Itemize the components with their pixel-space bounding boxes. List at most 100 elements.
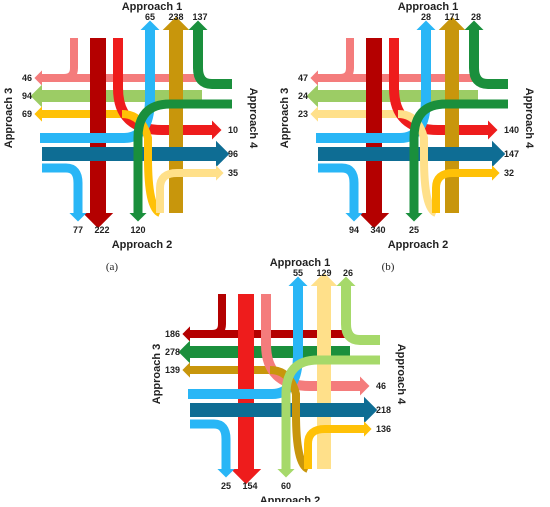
caption-b: (b) — [382, 261, 395, 273]
value-south-3: 25 — [409, 225, 419, 235]
south-flow-2-arrowhead — [82, 213, 114, 229]
south-sky-flow — [318, 163, 359, 213]
west-flow-3-arrowhead — [310, 106, 318, 122]
value-south-3: 120 — [130, 225, 145, 235]
south-flow-3 — [261, 294, 360, 391]
value-east-1: 10 — [228, 125, 238, 135]
value-north-3: 28 — [471, 12, 481, 22]
value-south-1: 94 — [349, 225, 359, 235]
east-flow-low-arrowhead — [492, 165, 500, 181]
north-flow-3 — [341, 286, 380, 345]
value-north-2: 129 — [316, 268, 331, 278]
west-flow-2-arrowhead — [306, 84, 318, 108]
value-west-1: 46 — [22, 73, 32, 83]
south-flow-2-arrowhead — [358, 213, 390, 229]
value-north-2: 238 — [168, 12, 183, 22]
approach-3-label: Approach 3 — [151, 344, 163, 405]
north-flow-3-arrowhead — [464, 20, 484, 30]
approach-4-label: Approach 4 — [395, 344, 407, 405]
value-north-1: 28 — [421, 12, 431, 22]
east-flow-low-arrowhead — [216, 165, 224, 181]
caption-a: (a) — [106, 261, 119, 273]
west-flow-2-arrowhead — [178, 340, 190, 364]
west-flow-1-arrowhead — [182, 326, 190, 342]
value-north-1: 55 — [293, 268, 303, 278]
approach-1-label: Approach 1 — [270, 257, 331, 269]
north-flow-3 — [469, 30, 508, 89]
value-south-2: 340 — [370, 225, 385, 235]
approach-2-label: Approach 2 — [388, 239, 449, 251]
value-west-3: 23 — [298, 109, 308, 119]
south-flow-3 — [389, 38, 488, 135]
west-flow-1-arrowhead — [34, 70, 42, 86]
value-east-3: 35 — [228, 168, 238, 178]
value-east-2: 218 — [376, 405, 391, 415]
south-flow-1 — [63, 38, 78, 82]
north-flow-3-arrowhead — [336, 276, 356, 286]
west-flow-2-arrowhead — [30, 84, 42, 108]
diagram-b: 28 171 28 47 24 23 140 147 32 94 340 25 Approach 1 Ap… — [279, 1, 535, 273]
value-south-2: 154 — [242, 481, 257, 491]
south-left-flow — [409, 99, 508, 213]
west-flow-3-arrowhead — [34, 106, 42, 122]
value-east-1: 46 — [376, 381, 386, 391]
south-flow-3-arrowhead — [360, 376, 370, 396]
west-flow-3-arrowhead — [182, 362, 190, 378]
approach-2-label: Approach 2 — [112, 239, 173, 251]
east-flow-low-arrowhead — [364, 421, 372, 437]
south-sky-flow — [42, 163, 83, 213]
approach-1-label: Approach 1 — [398, 1, 459, 13]
value-north-1: 65 — [145, 12, 155, 22]
south-flow-3-arrowhead — [488, 120, 498, 140]
value-north-3: 26 — [343, 268, 353, 278]
south-sky-flow-arrowhead — [69, 213, 87, 222]
value-south-2: 222 — [94, 225, 109, 235]
south-left-flow-arrowhead — [129, 213, 147, 222]
north-flow-1-arrowhead — [140, 20, 160, 30]
approach-3-label: Approach 3 — [279, 88, 291, 149]
west-flow-1-arrowhead — [310, 70, 318, 86]
value-west-2: 24 — [298, 91, 308, 101]
south-sky-flow-arrowhead — [217, 469, 235, 478]
value-west-2: 278 — [165, 347, 180, 357]
east-flow-main-arrowhead — [492, 140, 506, 168]
value-east-2: 96 — [228, 149, 238, 159]
value-north-3: 137 — [192, 12, 207, 22]
west-flow-3-curve — [121, 110, 163, 217]
north-flow-2-arrowhead — [162, 16, 190, 30]
value-south-1: 25 — [221, 481, 231, 491]
approach-4-label: Approach 4 — [523, 88, 535, 149]
value-south-3: 60 — [281, 481, 291, 491]
east-flow-main-arrowhead — [364, 396, 378, 424]
value-west-1: 186 — [165, 329, 180, 339]
east-flow-low — [432, 169, 492, 213]
north-flow-1-arrowhead — [416, 20, 436, 30]
east-flow-low — [304, 425, 364, 469]
south-left-flow — [281, 355, 380, 469]
value-east-3: 136 — [376, 424, 391, 434]
value-west-3: 69 — [22, 109, 32, 119]
south-left-flow-arrowhead — [405, 213, 423, 222]
east-flow-low — [156, 169, 216, 213]
value-east-1: 140 — [504, 125, 519, 135]
value-north-2: 171 — [444, 12, 459, 22]
north-flow-3 — [193, 30, 232, 89]
south-left-flow — [133, 99, 232, 213]
south-flow-2-arrowhead — [230, 469, 262, 485]
north-flow-3-arrowhead — [188, 20, 208, 30]
value-west-2: 94 — [22, 91, 32, 101]
value-west-1: 47 — [298, 73, 308, 83]
west-flow-3-curve — [269, 366, 311, 473]
south-flow-3 — [113, 38, 212, 135]
north-flow-2-arrowhead — [438, 16, 466, 30]
south-flow-1 — [211, 294, 226, 338]
south-flow-1 — [339, 38, 354, 82]
value-east-2: 147 — [504, 149, 519, 159]
value-east-3: 32 — [504, 168, 514, 178]
south-sky-flow-arrowhead — [345, 213, 363, 222]
north-flow-2-arrowhead — [310, 272, 338, 286]
